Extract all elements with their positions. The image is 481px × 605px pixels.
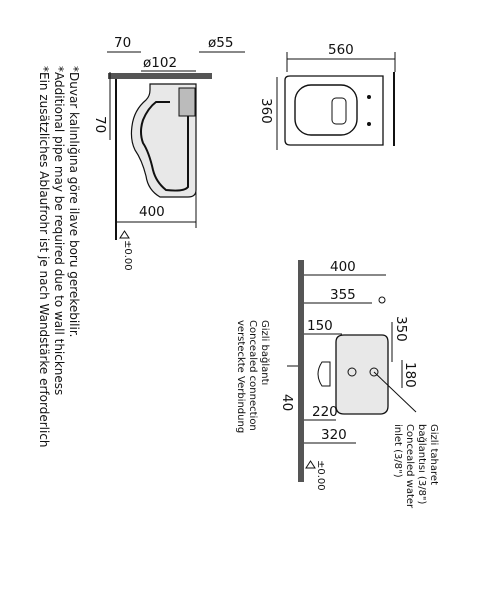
front-water-inlet-point [369, 367, 379, 377]
concealed-connection-de: versteckte Verbindung [235, 320, 246, 433]
top-fixing-hole-2 [367, 122, 371, 126]
top-bowl-outline [284, 75, 384, 146]
front-bowl-outline [335, 334, 389, 415]
note-english: *Additional pipe may be required due to … [52, 66, 66, 395]
front-view: 400 355 150 350 180 220 320 40 ±0.00 Giz… [235, 259, 439, 509]
water-inlet-leader [373, 371, 417, 413]
water-inlet-label: Gizli taharet bağlantısı (3/8") Conceale… [392, 424, 439, 509]
front-top-marker [378, 296, 386, 304]
dim-diameter-102: ø102 [143, 55, 177, 71]
dim-180: 180 [402, 362, 418, 388]
dim-400-side: 400 [139, 204, 165, 220]
side-wall-plate [108, 73, 212, 79]
concealed-connection-tr: Gizli bağlantı [259, 320, 271, 385]
dim-40: 40 [279, 394, 295, 411]
top-seat-hinge [331, 97, 347, 125]
note-german: *Ein zusätzliches Ablaufrohr ist je nach… [37, 66, 51, 448]
side-outlet-pipe [178, 87, 196, 117]
side-bowl-trap [140, 97, 189, 192]
dim-350: 350 [393, 316, 409, 342]
note-turkish: *Duvar kalınlığına göre ilave boru gerek… [67, 66, 81, 338]
side-level-marker [119, 230, 130, 239]
water-inlet-tr-1: Gizli taharet [428, 424, 439, 485]
dim-320: 320 [321, 427, 347, 443]
water-inlet-tr-2: bağlantısı (3/8") [416, 424, 428, 505]
water-inlet-en-2: inlet (3/8") [392, 424, 403, 478]
concealed-connection-en: Concealed connection [247, 320, 258, 431]
front-seat-edge [317, 361, 331, 387]
front-level-label: ±0.00 [315, 460, 326, 491]
dim-360: 360 [258, 98, 274, 124]
notes-block: *Duvar kalınlığına göre ilave boru gerek… [37, 66, 81, 448]
top-seat-ring [294, 84, 358, 136]
side-view: 70 ø102 ø55 70 400 ±0.00 [92, 35, 245, 271]
top-fixing-hole-1 [367, 95, 371, 99]
dim-diameter-55: ø55 [208, 35, 233, 51]
dim-220: 220 [312, 404, 338, 420]
dim-70-side: 70 [92, 116, 108, 133]
dim-560: 560 [328, 42, 354, 58]
water-inlet-en-1: Concealed water [404, 424, 415, 509]
front-level-marker [305, 460, 316, 469]
dim-70-top: 70 [114, 35, 131, 51]
front-wall-plate [298, 260, 304, 482]
dim-150: 150 [307, 318, 333, 334]
side-level-label: ±0.00 [122, 240, 133, 271]
concealed-connection-label: Gizli bağlantı Concealed connection vers… [235, 320, 271, 433]
front-connection-point [347, 367, 357, 377]
dim-400-front: 400 [330, 259, 356, 275]
top-view: 560 360 [258, 42, 396, 150]
dim-355: 355 [330, 287, 356, 303]
